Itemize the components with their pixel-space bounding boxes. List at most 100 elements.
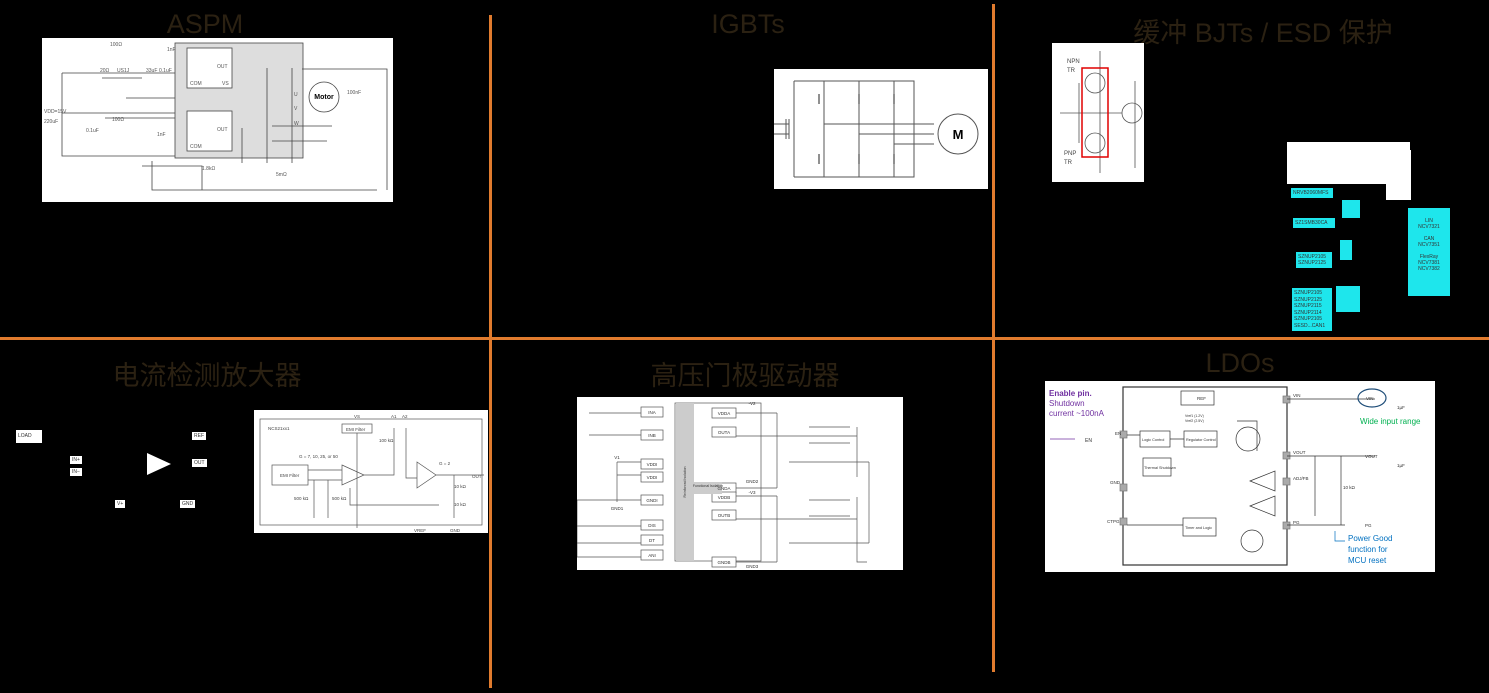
pin-gnd: GND: [1110, 480, 1121, 485]
annotation-power-good-2: function for: [1348, 545, 1388, 554]
pin-dt: DT: [649, 538, 655, 543]
pin-in-minus: IN−: [70, 468, 82, 476]
pin-vddi-1: VDDI: [647, 462, 658, 467]
pin-vin: VIN: [1293, 393, 1301, 398]
opamp-symbol: [147, 453, 171, 475]
divider-vertical-left: [489, 15, 492, 688]
label-rs: 5mΩ: [276, 172, 287, 178]
label-emi2: EMI Filter: [346, 427, 366, 432]
pin-vddi-2: VDDI: [647, 475, 658, 480]
label-com1: COM: [190, 81, 202, 87]
esd-part-4: SZNUP2105 SZNUP2125 SZNUP2115 SZNUP2114 …: [1292, 288, 1332, 331]
annotation-shutdown: Shutdown: [1049, 399, 1085, 408]
pin-gnd: GND: [180, 500, 196, 508]
pin-vddb: VDDB: [718, 495, 731, 500]
pin-gndb: GNDB: [717, 560, 730, 565]
esd-part-3: SZNUP2105 SZNUP2125: [1296, 252, 1332, 268]
tag-vin: VIN: [1366, 396, 1374, 401]
label-v1: V1: [614, 455, 620, 460]
motor-label: Motor: [314, 94, 334, 101]
label-v3: -V3: [748, 490, 756, 495]
label-out1: OUT: [217, 64, 228, 70]
label-npn: NPN: [1067, 59, 1080, 65]
esd-diode-1: [1342, 200, 1360, 218]
label-out: OUT: [472, 474, 482, 479]
pin-dis: DIS: [648, 523, 656, 528]
label-regulator-control: Regulator Control: [1186, 438, 1216, 442]
label-com2: COM: [190, 144, 202, 150]
pin-ctpg: CTPG: [1107, 519, 1120, 524]
label-c5: 1nF: [167, 47, 176, 53]
current-sense-block-diagram: NCS21xx1 EMI Filter EMI Filter G = 7, 10…: [254, 410, 488, 533]
pin-en: EN: [1115, 431, 1121, 436]
esd-diode-3: [1336, 286, 1360, 312]
label-gnd: GND: [450, 528, 461, 533]
label-vs: VS: [354, 414, 360, 419]
label-vref2: Vref2 (2.5V): [1185, 419, 1204, 423]
pin-out: OUT: [192, 459, 207, 467]
divider-horizontal: [0, 337, 1489, 340]
title-ldos: LDOs: [1205, 348, 1275, 378]
label-r100: 100 kΩ: [379, 438, 394, 443]
pin-ref: REF: [192, 432, 206, 440]
title-buffer-esd: 缓冲 BJTs / ESD 保护: [1133, 18, 1393, 48]
label-npn-tr: TR: [1067, 68, 1076, 74]
label-gnd1: GND1: [611, 506, 624, 511]
label-ref: REF: [1197, 396, 1206, 401]
label-u: U: [294, 92, 298, 98]
label-c2: 0.1uF: [159, 68, 172, 74]
label-thermal-shutdown: Thermal Shutdown: [1144, 466, 1176, 470]
tag-pg: PG: [1365, 523, 1372, 528]
pin-inb: INB: [648, 433, 656, 438]
title-current-sense: 电流检测放大器: [112, 361, 302, 391]
aspm-schematic: Motor 100Ω 20Ω US1J 33uF 0.1uF VDD=15V 2…: [42, 38, 393, 202]
label-r10k: 10 kΩ: [1343, 485, 1356, 490]
pin-vout: VOUT: [1293, 450, 1306, 455]
label-cap2: 1µF: [1397, 463, 1405, 468]
esd-part-1: NRVB2060MFS: [1291, 188, 1333, 198]
esd-part-2: SZ1SMB30CA: [1293, 218, 1335, 228]
label-vref1: Vref1 (1.2V): [1185, 414, 1204, 418]
esd-white-box-2: [1386, 150, 1411, 200]
label-r1: 100Ω: [110, 42, 122, 48]
motor-label: M: [953, 127, 964, 142]
pin-pg: PG: [1293, 520, 1300, 525]
label-emi1: EMI Filter: [280, 473, 300, 478]
label-logic-control: Logic Control: [1142, 438, 1165, 442]
label-r500a: 500 kΩ: [294, 496, 309, 501]
label-vref: VREF: [414, 528, 426, 533]
title-aspm: ASPM: [166, 9, 244, 39]
label-part: NCS21xx1: [268, 426, 290, 431]
label-cap1: 1µF: [1397, 405, 1405, 410]
label-c3: 220uF: [44, 119, 58, 125]
pin-outa: OUTA: [718, 430, 730, 435]
esd-diode-2: [1340, 240, 1352, 260]
label-gnd3: GND3: [746, 564, 759, 569]
pin-vdda: VDDA: [718, 411, 731, 416]
pin-in-plus: IN+: [70, 456, 82, 464]
label-r3: 100Ω: [112, 117, 124, 123]
label-r4: 1.8kΩ: [202, 166, 215, 172]
bus-lin: LIN NCV7321: [1418, 218, 1440, 230]
pin-outb: OUTB: [718, 513, 731, 518]
label-gnd2: GND2: [746, 479, 759, 484]
annotation-wide-input: Wide input range: [1360, 417, 1421, 426]
igbt-inverter-schematic: M: [774, 69, 988, 189]
pin-vplus: V+: [115, 500, 126, 508]
title-gate-driver: 高压门极驱动器: [650, 361, 840, 391]
label-pnp: PNP: [1064, 151, 1076, 157]
annotation-power-good-1: Power Good: [1348, 534, 1392, 543]
label-vs: VS: [222, 81, 229, 87]
bus-flexray: FlexRay NCV7381 NCV7382: [1418, 254, 1440, 272]
label-w: W: [294, 121, 299, 127]
label-out2: OUT: [217, 127, 228, 133]
label-gain1: G = 7, 10, 25, or 50: [299, 454, 338, 459]
pin-gnda: GNDA: [717, 486, 730, 491]
title-igbts: IGBTs: [711, 9, 785, 39]
label-r10a: 10 kΩ: [454, 484, 467, 489]
label-cbus: 100nF: [347, 90, 361, 96]
label-vdd: VDD=15V: [44, 109, 67, 115]
label-v2: -V2: [748, 401, 756, 406]
label-a1: A1: [391, 414, 397, 419]
annotation-enable-pin: Enable pin.: [1049, 389, 1092, 398]
